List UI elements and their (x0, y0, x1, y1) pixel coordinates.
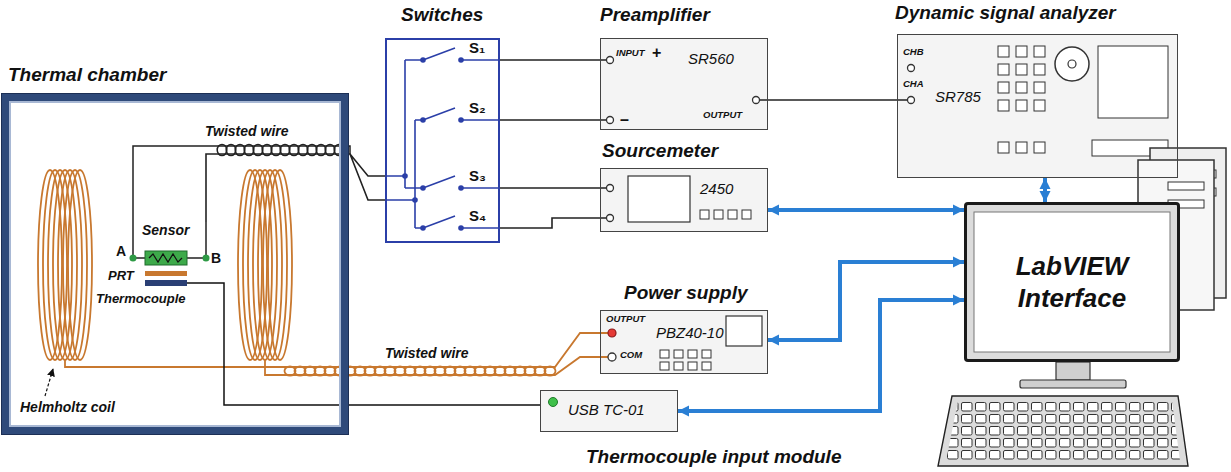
device-model: 2450 (700, 180, 733, 198)
sensor: Sensor (128, 222, 214, 272)
device-title: Power supply (624, 282, 748, 305)
usb-module-body (540, 390, 678, 432)
sensor-twisted-wire (133, 145, 350, 259)
part-label: Helmholtz coil (20, 399, 115, 416)
thermocouple-module: USB TC-01Thermocouple input module (538, 388, 928, 472)
terminal-label: B (211, 250, 221, 267)
chamber-wall (2, 94, 348, 434)
switch-label: S₄ (469, 207, 486, 225)
data-link-arrow (768, 208, 964, 212)
device-model: Sensor (142, 222, 189, 239)
switch-label: S₂ (469, 99, 486, 117)
data-link-arrow (1043, 178, 1047, 202)
wire-connector (206, 154, 385, 222)
port-label: + (652, 43, 661, 62)
wire-label: Twisted wire (385, 345, 469, 362)
screen-text: LabVIEW Interface (978, 216, 1166, 348)
device-housing (600, 168, 768, 232)
computer-monitor: LabVIEW Interface (964, 202, 1180, 362)
port-label: – (620, 110, 629, 129)
device-model: USB TC-01 (568, 401, 645, 419)
leader-line (45, 369, 53, 396)
device-title: Dynamic signal analyzer (895, 2, 1116, 25)
wire-connector (768, 99, 897, 101)
sourcemeter-body (600, 168, 768, 232)
coil-twisted-wire (65, 333, 600, 376)
analyzer-body (897, 34, 1178, 178)
device-title: Thermocouple input module (586, 446, 841, 469)
sourcemeter: Sourcemeter 2450 (598, 140, 770, 234)
terminal-label: A (116, 243, 126, 260)
part-label: Thermocouple (96, 291, 186, 307)
device-title: Preamplifier (600, 4, 710, 27)
port-label: CHB (903, 46, 924, 57)
preamplifier-body (600, 38, 768, 130)
switch-label: S₃ (469, 167, 486, 185)
device-housing (897, 34, 1178, 178)
resistor-symbol (130, 222, 210, 265)
thermocouple-bar (145, 280, 187, 286)
part-label: PRT (108, 268, 134, 284)
wire-connector (500, 60, 600, 120)
port-label: OUTPUT (606, 313, 645, 324)
wire-label: Twisted wire (205, 123, 289, 140)
thermocouple-wire (187, 283, 540, 405)
device-title: Switches (401, 4, 483, 27)
wire-connector (500, 188, 600, 228)
computer-illustration (938, 148, 1226, 466)
port-label: OUTPUT (703, 109, 742, 120)
port-label: INPUT (616, 47, 645, 58)
device-title: Sourcemeter (602, 140, 718, 163)
port-label: COM (620, 349, 642, 360)
monitor-bezel (964, 202, 1180, 362)
device-title: Thermal chamber (8, 64, 166, 87)
switch-symbols (385, 48, 500, 228)
power-supply: Power supplyPBZ40-10 (598, 282, 770, 376)
thermal-chamber: Thermal chamberSensor (0, 62, 350, 436)
switch-contacts (402, 57, 464, 231)
device-model: SR785 (935, 88, 981, 106)
data-link-arrow (678, 300, 964, 411)
device-model: PBZ40-10 (656, 324, 724, 342)
signal-analyzer: Dynamic signal analyzerSR785 (895, 2, 1180, 180)
switch-label: S₁ (469, 39, 485, 57)
prt-bar (145, 271, 187, 276)
power-supply-body (600, 310, 768, 374)
helmholtz-coil (38, 170, 292, 360)
device-model: SR560 (688, 50, 734, 68)
port-label: CHA (903, 78, 924, 89)
